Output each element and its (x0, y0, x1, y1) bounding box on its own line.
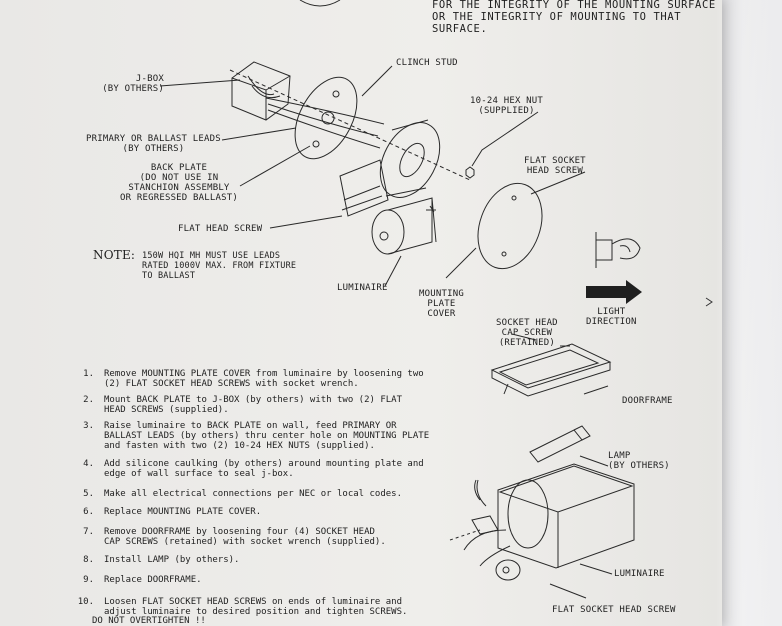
label-light-direction: LIGHT DIRECTION (586, 307, 637, 327)
plastic-sleeve-edge (716, 0, 782, 626)
label-luminaire-bottom: LUMINAIRE (614, 569, 665, 579)
step-number: 7. (83, 527, 94, 537)
step-number: 3. (83, 421, 94, 431)
step-text: Loosen FLAT SOCKET HEAD SCREWS on ends o… (104, 597, 408, 617)
label-doorframe: DOORFRAME (622, 396, 673, 406)
step-number: 5. (83, 489, 94, 499)
step-number: 2. (83, 395, 94, 405)
label-luminaire-top: LUMINAIRE (337, 283, 388, 293)
step-text: Remove MOUNTING PLATE COVER from luminai… (104, 369, 424, 389)
step-number: 10. (77, 597, 94, 607)
step-text: Replace MOUNTING PLATE COVER. (104, 507, 262, 517)
step-number: 1. (83, 369, 94, 379)
header-warning-text: FOR THE INTEGRITY OF THE MOUNTING SURFAC… (432, 0, 716, 35)
note-text: 150W HQI MH MUST USE LEADS RATED 1000V M… (142, 251, 297, 281)
step-number: 4. (83, 459, 94, 469)
label-j-box: J-BOX (BY OTHERS) (102, 74, 164, 94)
label-clinch-stud: CLINCH STUD (396, 58, 458, 68)
step-number: 9. (83, 575, 94, 585)
step-text: Make all electrical connections per NEC … (104, 489, 403, 499)
step-text: Remove DOORFRAME by loosening four (4) S… (104, 527, 386, 547)
label-flat-socket-head-screw-top: FLAT SOCKET HEAD SCREW (524, 156, 586, 176)
step-text: Replace DOORFRAME. (104, 575, 202, 585)
step-number: 6. (83, 507, 94, 517)
step-text: Mount BACK PLATE to J-BOX (by others) wi… (104, 395, 403, 415)
label-hex-nut: 10-24 HEX NUT (SUPPLIED) (470, 96, 544, 116)
step-number: 8. (83, 555, 94, 565)
label-lamp: LAMP (BY OTHERS) (608, 451, 670, 471)
label-mounting-plate-cover: MOUNTING PLATE COVER (419, 289, 464, 319)
label-flat-head-screw: FLAT HEAD SCREW (178, 224, 263, 234)
light-direction-arrow (586, 280, 642, 304)
label-back-plate: BACK PLATE (DO NOT USE IN STANCHION ASSE… (120, 163, 238, 203)
note-title: NOTE: (93, 248, 136, 262)
instruction-sheet: FOR THE INTEGRITY OF THE MOUNTING SURFAC… (0, 0, 722, 626)
step-text: Install LAMP (by others). (104, 555, 240, 565)
label-flat-socket-head-screw-bottom: FLAT SOCKET HEAD SCREW (552, 605, 676, 615)
step-text: Add silicone caulking (by others) around… (104, 459, 424, 479)
exploded-assembly-drawing (159, 0, 713, 599)
step-text: Raise luminaire to BACK PLATE on wall, f… (104, 421, 430, 451)
label-socket-head-cap-screw: SOCKET HEAD CAP SCREW (RETAINED) (496, 318, 558, 348)
overtighten-warning: DO NOT OVERTIGHTEN !! (92, 616, 206, 626)
label-primary-leads: PRIMARY OR BALLAST LEADS (BY OTHERS) (86, 134, 221, 154)
